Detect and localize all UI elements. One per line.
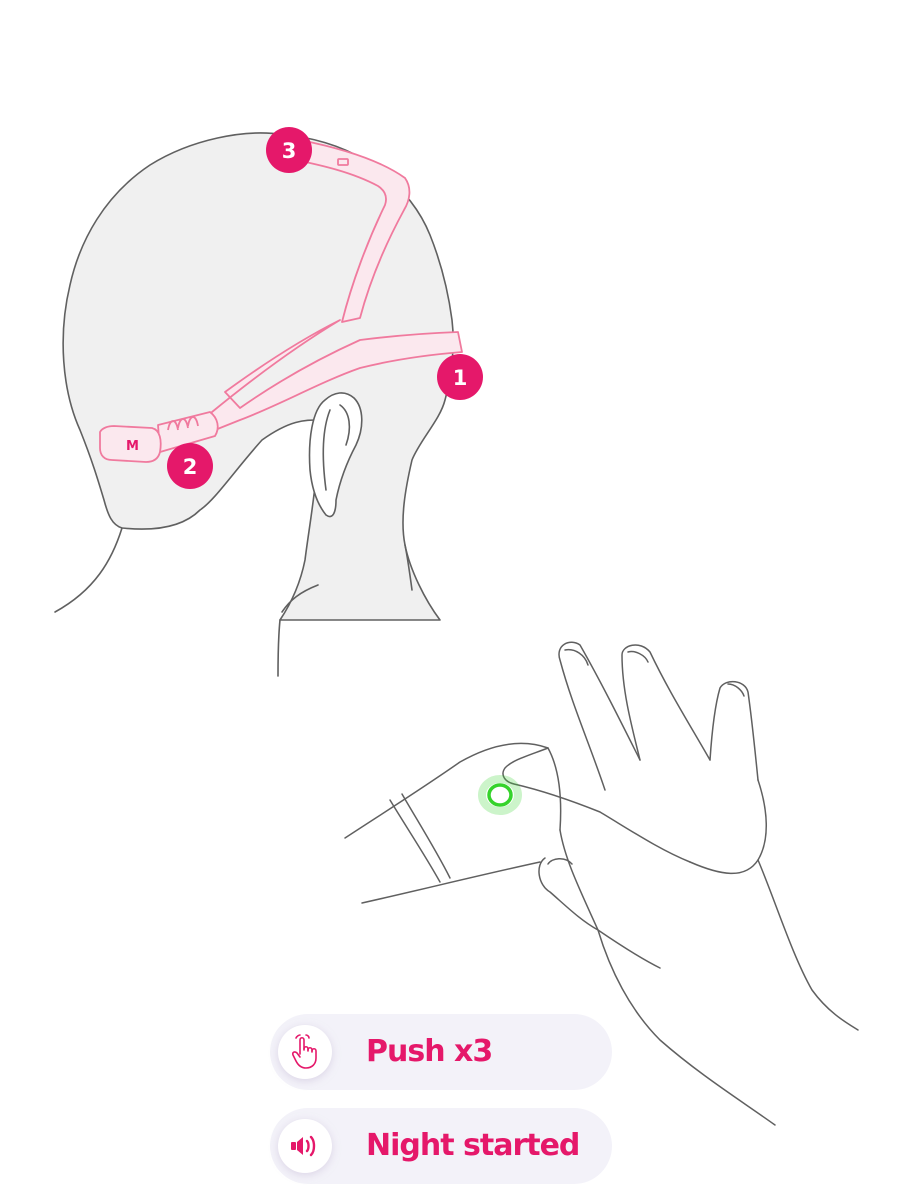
led-indicator	[478, 775, 522, 815]
tap-finger-icon	[278, 1025, 332, 1079]
marker-1: 1	[437, 354, 483, 400]
marker-2: 2	[167, 443, 213, 489]
step-night-started-label: Night started	[366, 1128, 580, 1163]
marker-2-label: 2	[183, 455, 198, 479]
step-push: Push x3	[270, 1014, 612, 1090]
hand-drawing	[344, 641, 859, 1126]
marker-3-label: 3	[282, 139, 297, 163]
strap-logo: M	[126, 439, 139, 454]
step-night-started: Night started	[270, 1108, 612, 1184]
speaker-icon	[278, 1119, 332, 1173]
marker-3: 3	[266, 127, 312, 173]
step-push-label: Push x3	[366, 1034, 493, 1069]
marker-1-label: 1	[453, 366, 468, 390]
headband-straps	[99, 139, 463, 463]
